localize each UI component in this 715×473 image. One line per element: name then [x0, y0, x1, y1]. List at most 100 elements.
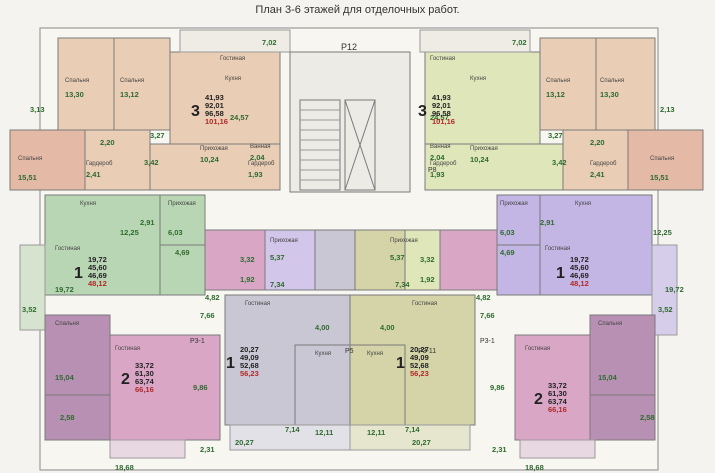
room-kitchen	[349, 344, 406, 426]
room-area-a3L_hall: 10,24	[200, 155, 220, 164]
balcony	[419, 29, 531, 53]
balcony	[109, 439, 186, 459]
room-area-a2L_liv: 18,68	[115, 463, 134, 472]
room-area-a1R_hall: 6,03	[500, 228, 515, 237]
room-area-a3R_bed1: 13,12	[546, 90, 565, 99]
room-bedroom	[627, 129, 704, 191]
apartment-area-line-a2L-2: 63,74	[135, 377, 155, 386]
room-area-mid_h: 4,82	[476, 293, 491, 302]
room-area-a1B_kitchen: 12,11	[315, 428, 333, 437]
room-label-a3R_hall: Прихожая	[470, 146, 498, 152]
label-p5: Р5	[345, 348, 354, 355]
balcony	[519, 439, 596, 459]
room-hall	[159, 194, 206, 246]
apartment-rooms-a2R: 2	[534, 391, 543, 408]
room-area-mid_g: 4,82	[205, 293, 220, 302]
room-area-mid_f: 7,34	[395, 280, 410, 289]
room-area-a3R_bath: 2,41	[590, 170, 605, 179]
room-living	[109, 334, 221, 441]
room-label-a2L_liv: Гостиная	[115, 346, 140, 352]
room-area-mid_d: 1,92	[420, 275, 435, 284]
room-label-a1B_liv: Гостиная	[245, 301, 270, 307]
apartment-1-bottom-right	[349, 294, 476, 451]
room-area-a3R_balc: 7,02	[512, 38, 527, 47]
apartment-area-line-a3L-1: 92,01	[205, 101, 224, 110]
room-bedroom	[589, 314, 656, 396]
room-area-a2R_balc: 2,58	[640, 413, 655, 422]
apartment-area-line-a1R-2: 46,69	[570, 271, 589, 280]
room-area-a3R_hall: 10,24	[470, 155, 490, 164]
apartment-summaries: 341,9392,0196,58101,16341,9392,0196,5810…	[74, 93, 589, 414]
room-texts: Спальня13,30Спальня13,12Спальня15,51Гост…	[18, 38, 684, 472]
apartment-area-line-a1B-3: 56,23	[240, 369, 259, 378]
center-strip	[204, 229, 498, 291]
room-kitchen-living	[539, 194, 653, 296]
apartment-area-line-a1B2-0: 20,27	[410, 345, 429, 354]
apartment-area-line-a1B-2: 52,68	[240, 361, 259, 370]
room-area-a3L_st: 3,42	[144, 158, 159, 167]
apartment-area-line-a1L-3: 48,12	[88, 279, 107, 288]
room-area-a1B2_hall: 4,00	[380, 323, 395, 332]
room-area-a2R_balc2: 2,31	[492, 445, 507, 454]
room-area-a3R_st: 3,42	[552, 158, 567, 167]
balcony	[19, 244, 46, 331]
room-label-a2R_liv: Гостиная	[525, 346, 550, 352]
room-label-a3R_wc2: Гардероб	[430, 161, 457, 167]
room-area-a1R_corr: 2,91	[540, 218, 555, 227]
room-area-a2L_balc: 2,58	[60, 413, 75, 422]
room-label-a1R_liv: Гостиная	[545, 246, 570, 252]
room-label-a3R_bed3: Спальня	[650, 156, 674, 162]
room-area-a3R_balc2: 2,13	[660, 105, 675, 114]
room-area-a3L_balc: 7,02	[262, 38, 277, 47]
room-living	[424, 51, 541, 145]
apartment-area-line-a2L-1: 61,30	[135, 369, 154, 378]
room-area-a2L_bed: 15,04	[55, 373, 75, 382]
room-label-a3L_wc: Ванная	[250, 144, 271, 150]
apartment-area-line-a3R-3: 101,16	[432, 117, 455, 126]
room-label-a3R_bed1: Спальня	[546, 78, 570, 84]
room-bath	[496, 244, 541, 296]
room-area-a2R_hall: 7,66	[480, 311, 495, 320]
room-label-a3L_bed1: Спальня	[65, 78, 89, 84]
label-p8: Р8	[428, 167, 437, 174]
room-area-mid_l2: 5,37	[390, 253, 405, 262]
room-area-a3R_bed3: 15,51	[650, 173, 669, 182]
room-area-mid_c: 3,32	[420, 255, 435, 264]
room-label-a1B2_kitchen: Кухня	[367, 351, 383, 357]
room-label-a1B2_liv: Гостиная	[412, 301, 437, 307]
room-area-a1R_balc: 3,52	[658, 305, 673, 314]
room-label-a3L_bed3: Спальня	[18, 156, 42, 162]
room-label-a3R_kitchen: Кухня	[470, 76, 486, 82]
room-area-a1B_liv: 20,27	[235, 438, 254, 447]
room-area-a3L_bed1: 13,30	[65, 90, 84, 99]
room-label-a2R_bed: Спальня	[598, 321, 622, 327]
apartment-rooms-a1L: 1	[74, 265, 83, 282]
room-area-a3L_wc2: 1,93	[248, 170, 263, 179]
room-bedroom	[44, 314, 111, 396]
balcony	[349, 424, 471, 451]
room-area-a3L_corr: 3,27	[150, 131, 165, 140]
apartment-area-line-a1L-1: 45,60	[88, 263, 107, 272]
apartment-area-line-a1L-2: 46,69	[88, 271, 107, 280]
room-label-a3L_bed2: Спальня	[120, 78, 144, 84]
apartment-area-line-a2R-0: 33,72	[548, 381, 567, 390]
room-label-mid_l2: Прихожая	[390, 238, 418, 244]
room-area-a2L_bath: 9,86	[193, 383, 208, 392]
apartment-rooms-a1B: 1	[226, 355, 235, 372]
room-area-a3R_wc: 2,04	[430, 153, 445, 162]
stair-core	[289, 51, 411, 193]
room-label-a2L_bed: Спальня	[55, 321, 79, 327]
room-area-a2R_bath: 9,86	[490, 383, 505, 392]
room-area-a2R_bed: 15,04	[598, 373, 618, 382]
apartment-area-line-a2L-3: 66,16	[135, 385, 154, 394]
room-label-a3L_bath: Гардероб	[86, 161, 113, 167]
room-label-a1L_liv: Гостиная	[55, 246, 80, 252]
room-label-a3L_hall: Прихожая	[200, 146, 228, 152]
apartment-area-line-a1R-1: 45,60	[570, 263, 589, 272]
room-label-a1R_hall: Прихожая	[500, 201, 528, 207]
room-area-a1R_liv: 19,72	[665, 285, 684, 294]
room-area-a3L_bed3: 15,51	[18, 173, 37, 182]
apartment-rooms-a1R: 1	[556, 265, 565, 282]
room-kitchen-living	[44, 194, 161, 296]
room-area-a1L_hall: 6,03	[168, 228, 183, 237]
